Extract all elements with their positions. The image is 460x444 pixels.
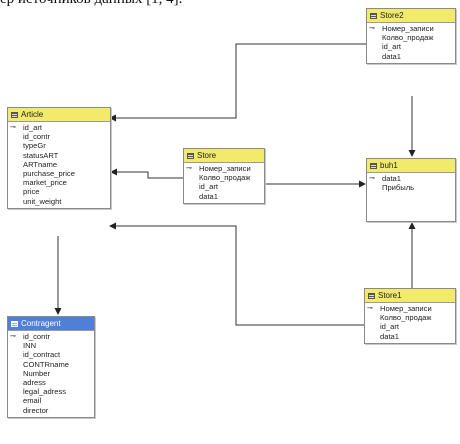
field-row[interactable]: email — [23, 396, 42, 406]
field-row[interactable]: ⊸id_contr — [10, 332, 51, 341]
table-contragent-title: Contragent — [21, 319, 61, 328]
field-row[interactable]: statusART — [23, 150, 59, 160]
caption-text: ер источников данных [1, 4]. — [0, 0, 182, 8]
field-row[interactable]: ⊸id_art — [10, 123, 42, 132]
field-row[interactable]: market_price — [23, 178, 67, 188]
table-buh1-header[interactable]: buh1 — [367, 159, 455, 173]
table-article-fields: ⊸id_art id_contr typeGr statusART ARTnam… — [8, 122, 110, 208]
key-icon: ⊸ — [369, 175, 375, 182]
field-row[interactable]: adress — [23, 378, 46, 388]
table-icon — [187, 152, 194, 159]
field-row[interactable]: id_art — [380, 322, 399, 332]
table-icon — [370, 162, 377, 169]
field-row[interactable]: id_art — [382, 42, 401, 52]
key-icon: ⊸ — [10, 124, 16, 131]
field-row[interactable]: data1 — [382, 51, 402, 61]
table-article-title: Article — [21, 110, 44, 119]
field-row[interactable]: data1 — [380, 331, 400, 341]
field-row[interactable]: Колво_продаж — [382, 33, 434, 43]
table-store[interactable]: Store ⊸Номер_записи Колво_продаж id_art … — [183, 148, 265, 204]
field-row[interactable]: typeGr — [23, 141, 46, 151]
key-icon: ⊸ — [10, 333, 16, 340]
key-icon: ⊸ — [369, 25, 375, 32]
field-row[interactable]: Колво_продаж — [380, 313, 432, 323]
table-store2-header[interactable]: Store2 — [367, 9, 455, 23]
field-row[interactable]: id_contract — [23, 350, 61, 360]
table-icon — [11, 320, 18, 327]
table-buh1-title: buh1 — [380, 161, 398, 170]
table-icon — [368, 292, 375, 299]
table-store1-title: Store1 — [378, 291, 402, 300]
field-row[interactable]: INN — [23, 341, 37, 351]
key-icon: ⊸ — [367, 305, 373, 312]
field-row[interactable]: ARTname — [23, 159, 58, 169]
field-row[interactable]: data1 — [199, 191, 219, 201]
table-store-header[interactable]: Store — [184, 149, 264, 163]
table-store2-title: Store2 — [380, 11, 404, 20]
field-row[interactable]: ⊸Номер_записи — [367, 304, 432, 313]
line-store2-article — [109, 43, 366, 122]
table-store-fields: ⊸Номер_записи Колво_продаж id_art data1 — [184, 163, 264, 203]
table-contragent-fields: ⊸id_contr INN id_contract CONTRname Numb… — [8, 331, 94, 417]
line-store1-article — [109, 222, 364, 326]
table-article[interactable]: Article ⊸id_art id_contr typeGr statusAR… — [7, 107, 111, 209]
table-store-title: Store — [197, 151, 217, 160]
field-row[interactable]: CONTRname — [23, 359, 69, 369]
field-row[interactable]: ⊸data1 — [369, 174, 402, 183]
field-row[interactable]: ⊸Номер_записи — [186, 164, 251, 173]
table-buh1-fields: ⊸data1 Прибыль — [367, 173, 455, 194]
table-contragent-header[interactable]: Contragent — [8, 317, 94, 331]
key-icon: ⊸ — [186, 165, 192, 172]
field-row[interactable]: ⊸Номер_записи — [369, 24, 434, 33]
field-row[interactable]: id_art — [199, 182, 218, 192]
field-row[interactable]: director — [23, 405, 49, 415]
table-buh1[interactable]: buh1 ⊸data1 Прибыль — [366, 158, 456, 222]
table-icon — [370, 12, 377, 19]
field-row[interactable]: legal_adress — [23, 387, 67, 397]
table-store1-fields: ⊸Номер_записи Колво_продаж id_art data1 — [365, 303, 455, 343]
field-row[interactable]: purchase_price — [23, 169, 75, 179]
table-contragent[interactable]: Contragent ⊸id_contr INN id_contract CON… — [7, 316, 95, 418]
field-row[interactable]: price — [23, 187, 40, 197]
table-store2-fields: ⊸Номер_записи Колво_продаж id_art data1 — [367, 23, 455, 63]
field-row[interactable]: Колво_продаж — [199, 173, 251, 183]
line-store-article — [110, 168, 183, 179]
field-row[interactable]: id_contr — [23, 132, 51, 142]
field-row[interactable]: Прибыль — [382, 183, 415, 193]
field-row[interactable]: Number — [23, 368, 51, 378]
table-store1[interactable]: Store1 ⊸Номер_записи Колво_продаж id_art… — [364, 288, 456, 344]
table-article-header[interactable]: Article — [8, 108, 110, 122]
table-icon — [11, 111, 18, 118]
field-row[interactable]: unit_weight — [23, 196, 62, 206]
table-store2[interactable]: Store2 ⊸Номер_записи Колво_продаж id_art… — [366, 8, 456, 64]
table-store1-header[interactable]: Store1 — [365, 289, 455, 303]
